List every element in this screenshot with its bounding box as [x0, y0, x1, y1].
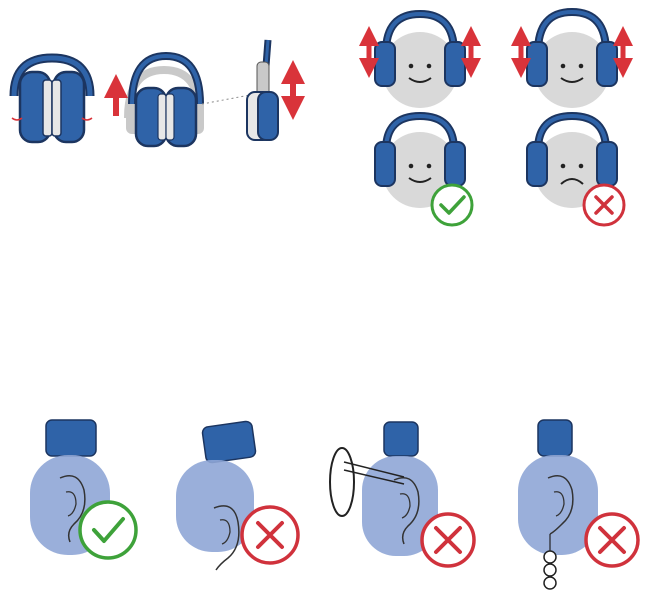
folded-earmuff-step: [9, 53, 95, 144]
head-adjust-right-figure: [511, 7, 633, 108]
ear-glasses-figure: [329, 421, 438, 556]
extend-headband-step: [104, 51, 251, 148]
cross-icon: [240, 505, 300, 565]
slide-cup-step: [246, 39, 305, 141]
ear-earring-figure: [518, 419, 598, 590]
cross-icon: [582, 183, 626, 227]
ear-cup-tilted-figure: [176, 420, 257, 571]
cross-icon: [584, 512, 640, 568]
check-icon: [78, 500, 138, 560]
check-icon: [430, 183, 474, 227]
head-adjust-left-figure: [359, 9, 481, 108]
cross-icon: [420, 512, 476, 568]
